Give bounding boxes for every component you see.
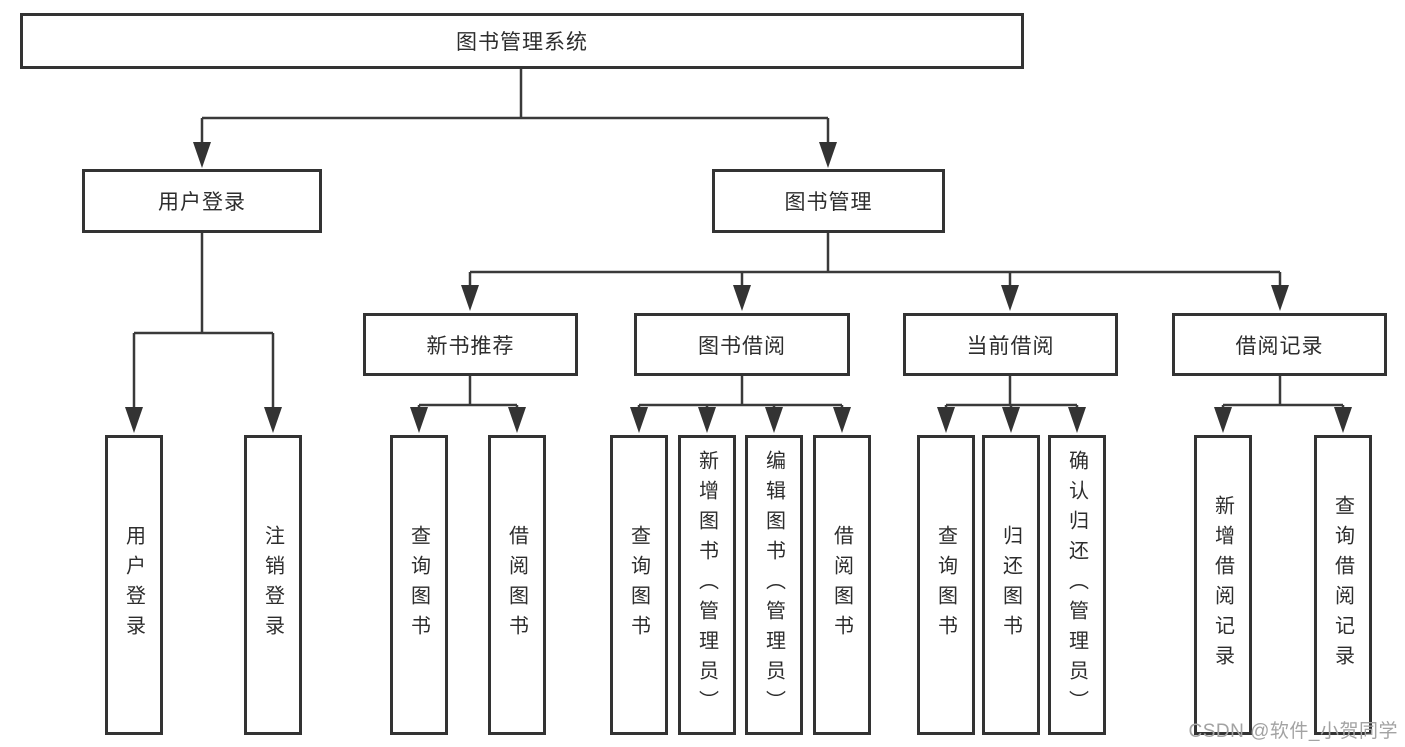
edge-group-current-borrow bbox=[944, 376, 1079, 410]
arrowheads bbox=[125, 142, 1352, 433]
leaf-add-borrow-record: 新增借阅记录 bbox=[1194, 435, 1252, 735]
leaf-return-book: 归还图书 bbox=[982, 435, 1040, 735]
node-new-book-recommend: 新书推荐 bbox=[363, 313, 578, 376]
node-label: 新增图书（管理员） bbox=[695, 450, 718, 720]
node-label: 借阅记录 bbox=[1235, 334, 1324, 358]
node-label: 查询图书 bbox=[407, 525, 430, 645]
leaf-user-login: 用户登录 bbox=[105, 435, 163, 735]
node-library-system-root: 图书管理系统 bbox=[20, 13, 1024, 69]
leaf-query-borrow-record: 查询借阅记录 bbox=[1314, 435, 1372, 735]
leaf-query-books-borrow: 查询图书 bbox=[610, 435, 668, 735]
node-label: 图书借阅 bbox=[698, 334, 786, 358]
node-label: 编辑图书（管理员） bbox=[762, 450, 785, 720]
node-label: 归还图书 bbox=[999, 525, 1022, 645]
node-label: 当前借阅 bbox=[966, 334, 1055, 358]
node-user-login: 用户登录 bbox=[82, 169, 322, 233]
node-label: 确认归还（管理员） bbox=[1065, 450, 1088, 720]
edge-group-root bbox=[200, 69, 830, 144]
node-label: 新书推荐 bbox=[426, 334, 515, 358]
node-label: 用户登录 bbox=[122, 525, 145, 645]
leaf-query-books-current: 查询图书 bbox=[917, 435, 975, 735]
node-book-management: 图书管理 bbox=[712, 169, 945, 233]
node-label: 借阅图书 bbox=[830, 525, 853, 645]
watermark: CSDN @软件_小贺同学 bbox=[1188, 721, 1398, 742]
node-label: 查询图书 bbox=[934, 525, 957, 645]
edge-group-new-book bbox=[417, 376, 519, 410]
edge-group-user-login bbox=[132, 233, 275, 409]
node-label: 查询图书 bbox=[627, 525, 650, 645]
leaf-confirm-return-admin: 确认归还（管理员） bbox=[1048, 435, 1106, 735]
node-label: 用户登录 bbox=[158, 191, 246, 214]
leaf-borrow-books-recommend: 借阅图书 bbox=[488, 435, 546, 735]
edge-group-borrow-records bbox=[1221, 376, 1345, 410]
node-label: 注销登录 bbox=[261, 525, 284, 645]
node-label: 图书管理系统 bbox=[456, 31, 588, 54]
leaf-edit-book-admin: 编辑图书（管理员） bbox=[745, 435, 803, 735]
leaf-borrow-books: 借阅图书 bbox=[813, 435, 871, 735]
node-label: 新增借阅记录 bbox=[1211, 495, 1234, 675]
edge-group-book-management bbox=[468, 233, 1282, 288]
node-label: 图书管理 bbox=[784, 191, 873, 214]
leaf-query-books-recommend: 查询图书 bbox=[390, 435, 448, 735]
node-book-borrow: 图书借阅 bbox=[634, 313, 850, 376]
leaf-add-book-admin: 新增图书（管理员） bbox=[678, 435, 736, 735]
node-current-borrow: 当前借阅 bbox=[903, 313, 1118, 376]
leaf-logout: 注销登录 bbox=[244, 435, 302, 735]
node-label: 借阅图书 bbox=[505, 525, 528, 645]
edge-group-book-borrow bbox=[637, 376, 844, 410]
node-label: 查询借阅记录 bbox=[1331, 495, 1354, 675]
node-borrow-records: 借阅记录 bbox=[1172, 313, 1387, 376]
